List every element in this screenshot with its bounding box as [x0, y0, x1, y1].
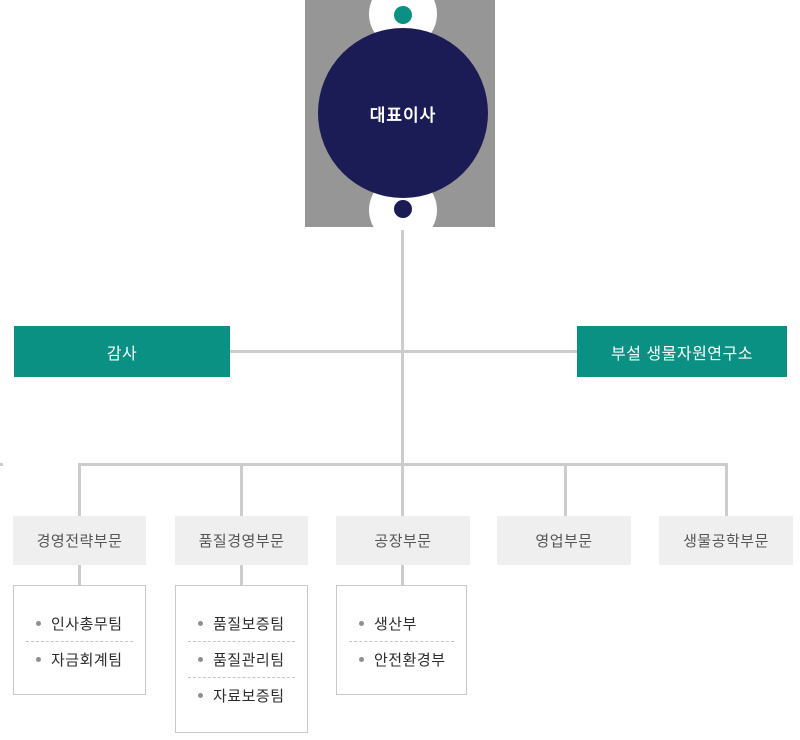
teambox-strategy: 인사총무팀 자금회계팀	[13, 585, 146, 695]
connector-left-edge-tick	[0, 463, 3, 466]
team-item: 품질관리팀	[176, 642, 307, 677]
dept-factory-label: 공장부문	[374, 533, 432, 550]
ceo-label: 대표이사	[369, 105, 437, 125]
node-dept-quality: 품질경영부문	[175, 516, 308, 565]
team-label: 품질관리팀	[213, 652, 285, 669]
bullet-icon	[198, 657, 203, 662]
node-auditor: 감사	[14, 326, 230, 377]
bullet-icon	[36, 621, 41, 626]
team-label: 인사총무팀	[51, 616, 123, 633]
bullet-icon	[198, 693, 203, 698]
connector-drop-dept-2	[240, 463, 243, 516]
teal-dot-icon	[394, 6, 412, 24]
team-item: 자료보증팀	[176, 678, 307, 713]
node-research-institute: 부설 생물자원연구소	[577, 326, 787, 377]
bullet-icon	[359, 657, 364, 662]
ceo-circle: 대표이사	[318, 28, 488, 198]
node-dept-sales: 영업부문	[497, 516, 631, 565]
dept-sales-label: 영업부문	[535, 533, 593, 550]
teambox-quality: 품질보증팀 품질관리팀 자료보증팀	[175, 585, 308, 733]
connector-drop-dept-1	[78, 463, 81, 516]
research-institute-label: 부설 생물자원연구소	[611, 345, 753, 363]
team-label: 자금회계팀	[51, 652, 123, 669]
node-dept-factory: 공장부문	[336, 516, 470, 565]
ceo-node: 대표이사	[305, 0, 495, 227]
node-dept-biotech: 생물공학부문	[659, 516, 793, 565]
item-divider	[349, 641, 454, 642]
item-divider	[188, 641, 295, 642]
team-item: 자금회계팀	[14, 642, 145, 677]
teambox-factory: 생산부 안전환경부	[336, 585, 467, 695]
team-item: 인사총무팀	[14, 606, 145, 641]
connector-drop-dept-4	[564, 463, 567, 516]
team-label: 자료보증팀	[213, 688, 285, 705]
connector-drop-team-2	[240, 565, 243, 586]
connector-drop-team-1	[78, 565, 81, 586]
connector-dept-horizontal	[78, 463, 728, 466]
connector-drop-dept-5	[725, 463, 728, 516]
dept-quality-label: 품질경영부문	[198, 533, 285, 550]
team-label: 품질보증팀	[213, 616, 285, 633]
connector-staff-horizontal	[230, 350, 577, 353]
bullet-icon	[359, 621, 364, 626]
dept-strategy-label: 경영전략부문	[36, 533, 123, 550]
team-item: 품질보증팀	[176, 606, 307, 641]
bullet-icon	[36, 657, 41, 662]
team-item: 안전환경부	[337, 642, 466, 677]
item-divider	[26, 641, 133, 642]
item-divider	[188, 677, 295, 678]
dept-biotech-label: 생물공학부문	[683, 533, 769, 550]
bullet-icon	[198, 621, 203, 626]
connector-center-vertical	[401, 230, 404, 516]
navy-dot-icon	[394, 200, 412, 218]
connector-drop-team-3	[401, 565, 404, 586]
team-item: 생산부	[337, 606, 466, 641]
node-dept-strategy: 경영전략부문	[13, 516, 146, 565]
team-label: 생산부	[374, 616, 417, 633]
team-label: 안전환경부	[374, 652, 446, 669]
auditor-label: 감사	[106, 345, 138, 363]
